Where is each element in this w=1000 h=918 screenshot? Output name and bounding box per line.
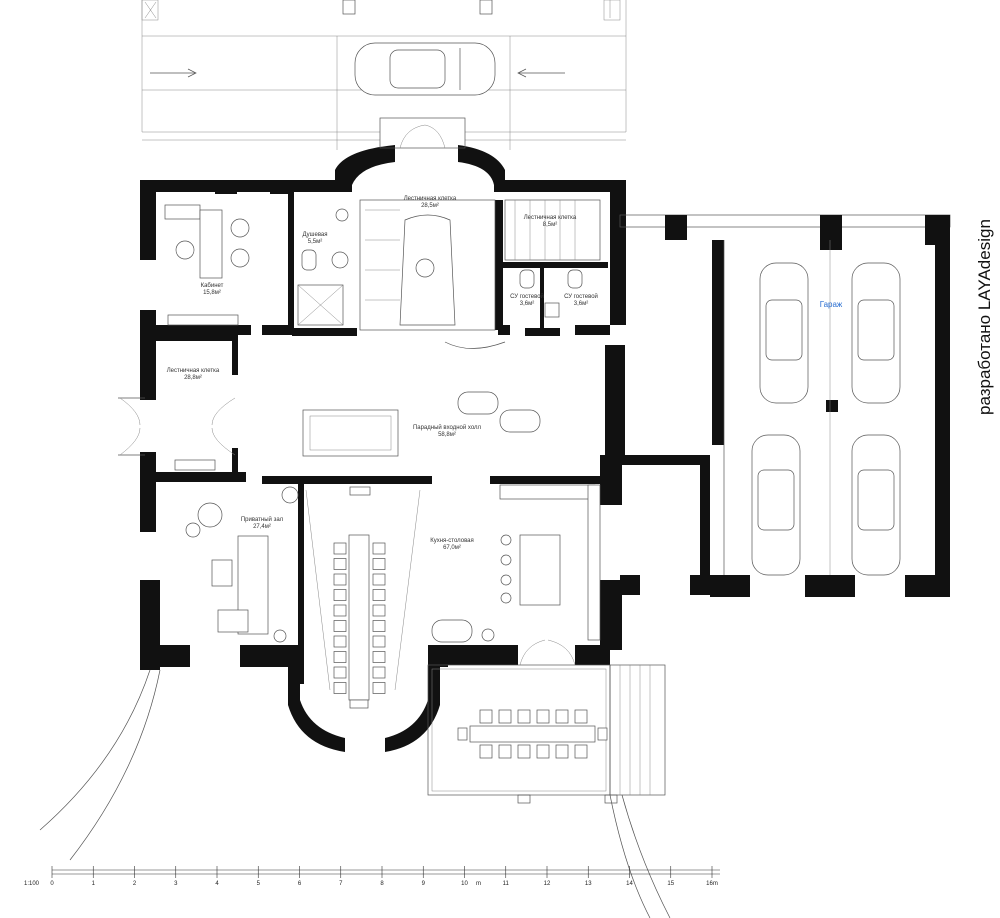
dining-chair [372,635,386,648]
label-stair-left-name: Лестничная клетка [167,368,220,374]
dining-chair [333,604,347,617]
scale-label: 15 [667,881,674,887]
terrace-chair [574,709,588,724]
scale-label: 13 [585,881,592,887]
dining-chair [333,666,347,679]
terrace-chair [555,744,569,759]
dining-chair [372,604,386,617]
scale-label: 8 [380,881,384,887]
dining-chair [333,620,347,632]
kitchen-units [431,484,601,643]
terrace-chair [517,744,531,759]
right-staircase [504,199,601,261]
dining-chair [372,589,386,601]
terrace-chair [498,709,512,724]
label-shower-area: 5,5м² [308,239,322,245]
terrace-chair [498,744,512,759]
bathroom-fixtures [297,208,583,326]
scale-label: 7 [339,881,343,887]
label-stair-main-name: Лестничная клетка [404,196,457,202]
terrace-chair [479,709,493,724]
walls [140,145,626,752]
dining-table [305,486,421,709]
label-stair-main-area: 28,5м² [421,203,439,209]
scale-label: 12 [544,881,551,887]
label-hall-area: 58,8м² [438,432,456,438]
room-labels: Лестничная клетка 28,5м² Лестничная клет… [167,196,843,551]
terrace-chair [597,727,608,741]
scale-label: 14 [626,881,633,887]
garage-car-1 [759,262,809,404]
site-paths [39,669,671,918]
scale-label: 10 [461,881,468,887]
designer-credit: разработано LAYAdesign [975,219,994,415]
garage-walls [619,214,951,597]
study-furniture [164,204,250,326]
terrace-chair [536,709,550,724]
label-kitchen-name: Кухня-столовая [430,538,474,544]
label-private-area: 27,4м² [253,524,271,530]
label-hall-name: Парадный входной холл [413,424,482,431]
label-wc1-name: СУ гостевой [510,293,544,300]
dining-chair [333,651,347,663]
label-study-area: 15,8м² [203,290,221,296]
label-shower-name: Душевая [302,232,327,238]
label-stair-left-area: 28,8м² [184,375,202,381]
terrace-chair [536,744,550,759]
dining-chair [372,542,386,555]
dining-chair [333,682,347,694]
label-stair-right-area: 8,5м² [543,222,557,228]
private-hall-furniture [185,486,299,643]
scale-label: 9 [422,881,426,887]
scale-label: 3 [174,881,178,887]
front-entry-door [379,117,466,149]
car-icon [354,42,496,96]
dining-chair [372,558,386,570]
garage-car-2 [851,262,901,404]
terrace-chair [574,744,588,759]
scale-ratio: 1:100 [24,881,40,887]
label-garage-name: Гараж [820,300,843,309]
scale-label: 0 [50,881,54,887]
label-wc1-area: 3,6м² [520,301,534,307]
label-wc2-area: 3,6м² [574,301,588,307]
dining-chair [333,573,347,586]
dining-chair [372,620,386,632]
garage-car-4 [851,434,901,576]
terrace-chair [555,709,569,724]
dining-chair [333,558,347,570]
scale-label: 1 [92,881,96,887]
side-entry-door [118,397,236,471]
terrace-chair [517,709,531,724]
scale-label: 2 [133,881,137,887]
main-staircase [359,199,496,331]
terrace [427,639,666,804]
label-wc2-name: СУ гостевой [564,293,598,300]
label-stair-right-name: Лестничная клетка [524,215,577,221]
label-kitchen-area: 67,0м² [443,545,461,551]
billiard-table [302,409,399,457]
scale-label: 4 [215,881,219,887]
dining-chair [372,666,386,679]
dining-chair [372,651,386,663]
dining-chair [333,589,347,601]
scale-label: 5 [257,881,261,887]
terrace-chair [479,744,493,759]
scale-label: 11 [503,881,510,887]
scale-label: 16m [706,881,718,887]
terrace-chair [457,727,468,741]
dining-chair [372,682,386,694]
label-study-name: Кабинет [201,283,224,289]
dining-chair [333,542,347,555]
scale-label: m [476,881,481,887]
hall-armchairs [444,341,541,433]
dining-chair [372,573,386,586]
scale-label: 6 [298,881,302,887]
label-private-name: Приватный зал [241,516,284,523]
dining-chair [333,635,347,648]
garage-car-3 [751,434,801,576]
